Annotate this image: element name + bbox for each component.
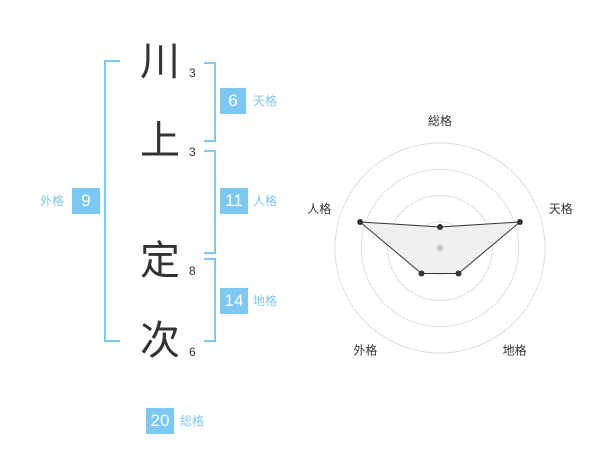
stroke-count-4: 6	[189, 345, 196, 359]
radar-point	[437, 224, 443, 230]
name-char-3: 定	[140, 238, 180, 284]
radar-center-dot	[436, 244, 444, 252]
radar-axis-label: 天格	[549, 201, 573, 216]
stroke-count-1: 3	[189, 66, 196, 80]
chikaku-label: 地格	[253, 294, 278, 308]
chikaku-bracket	[204, 258, 216, 342]
radar-point	[357, 219, 364, 226]
radar-axis-label: 地格	[503, 343, 527, 358]
radar-ring	[334, 142, 546, 354]
tenkaku-label: 天格	[253, 94, 278, 108]
gaikaku-bracket	[104, 60, 120, 342]
name-char-4: 次	[140, 318, 180, 364]
tenkaku-bracket	[204, 62, 216, 142]
radar-ring	[360, 168, 520, 328]
soukaku-label: 総格	[180, 414, 205, 428]
radar-ring	[387, 195, 493, 301]
gaikaku-label: 外格	[40, 194, 65, 208]
radar-point	[516, 219, 523, 226]
stroke-count-2: 3	[189, 145, 196, 159]
name-char-2: 上	[140, 118, 180, 164]
jinkaku-label: 人格	[253, 194, 278, 208]
radar-axis-label: 総格	[428, 113, 452, 128]
radar-axis-label: 人格	[307, 201, 331, 216]
jinkaku-bracket	[204, 150, 216, 254]
chikaku-badge: 14	[220, 288, 248, 314]
name-char-1: 川	[140, 39, 180, 85]
radar-axis-label: 外格	[353, 343, 377, 358]
stroke-count-3: 8	[189, 264, 196, 278]
radar-point	[418, 270, 425, 277]
gaikaku-badge: 9	[72, 188, 100, 214]
jinkaku-badge: 11	[220, 188, 248, 214]
radar-point	[455, 270, 462, 277]
tenkaku-badge: 6	[220, 88, 246, 114]
soukaku-badge: 20	[146, 408, 174, 434]
